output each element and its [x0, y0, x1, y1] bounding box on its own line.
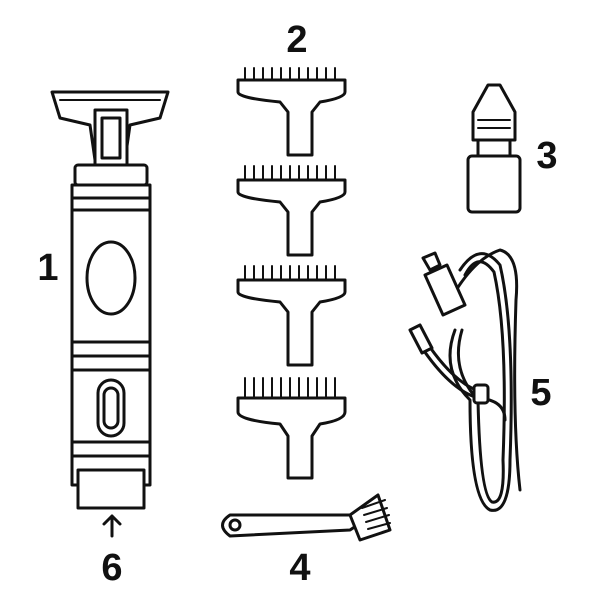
oil-bottle — [466, 83, 522, 214]
usb-cable — [408, 248, 522, 512]
guards — [236, 67, 347, 480]
usb-a-plug — [421, 251, 467, 317]
label-oil-bottle: 3 — [536, 135, 557, 177]
usb-c-plug — [408, 323, 434, 355]
trimmer — [50, 90, 170, 510]
guard-4 — [236, 377, 347, 480]
label-charging-port: 6 — [101, 547, 122, 589]
label-guards: 2 — [286, 19, 307, 61]
cleaning-brush — [221, 493, 392, 542]
guard-3 — [236, 265, 347, 367]
charging-port-arrow-icon — [102, 514, 122, 538]
label-usb-cable: 5 — [530, 372, 551, 414]
guard-1 — [236, 67, 347, 157]
label-trimmer: 1 — [37, 247, 58, 289]
guard-2 — [236, 165, 347, 257]
label-brush: 4 — [289, 547, 310, 589]
